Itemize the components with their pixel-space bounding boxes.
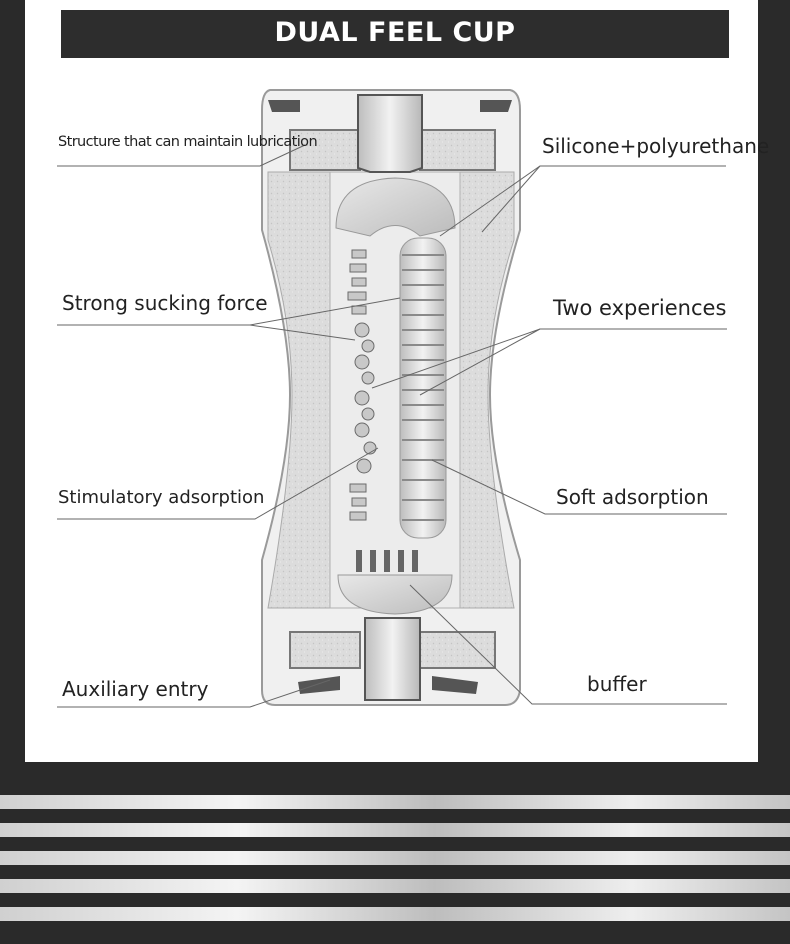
stripe [0, 823, 790, 837]
label-strong-sucking: Strong sucking force [62, 291, 268, 315]
decorative-stripes [0, 790, 790, 944]
top-opening [358, 95, 422, 172]
stripe [0, 795, 790, 809]
top-cap-right [420, 130, 495, 170]
label-soft-adsorption: Soft adsorption [556, 485, 709, 509]
bottom-opening [365, 618, 420, 700]
soft-channel [400, 238, 446, 538]
label-structure: Structure that can maintain lubrication [58, 134, 317, 150]
label-auxiliary: Auxiliary entry [62, 677, 208, 701]
label-stimulatory: Stimulatory adsorption [58, 487, 264, 508]
label-two-experiences: Two experiences [553, 296, 726, 320]
bottom-cap-left [290, 632, 360, 668]
stripe [0, 851, 790, 865]
label-buffer: buffer [587, 672, 647, 696]
bottom-cap-right [420, 632, 495, 668]
stripe [0, 879, 790, 893]
label-silicone: Silicone+polyurethane [542, 134, 769, 158]
stripe [0, 907, 790, 921]
